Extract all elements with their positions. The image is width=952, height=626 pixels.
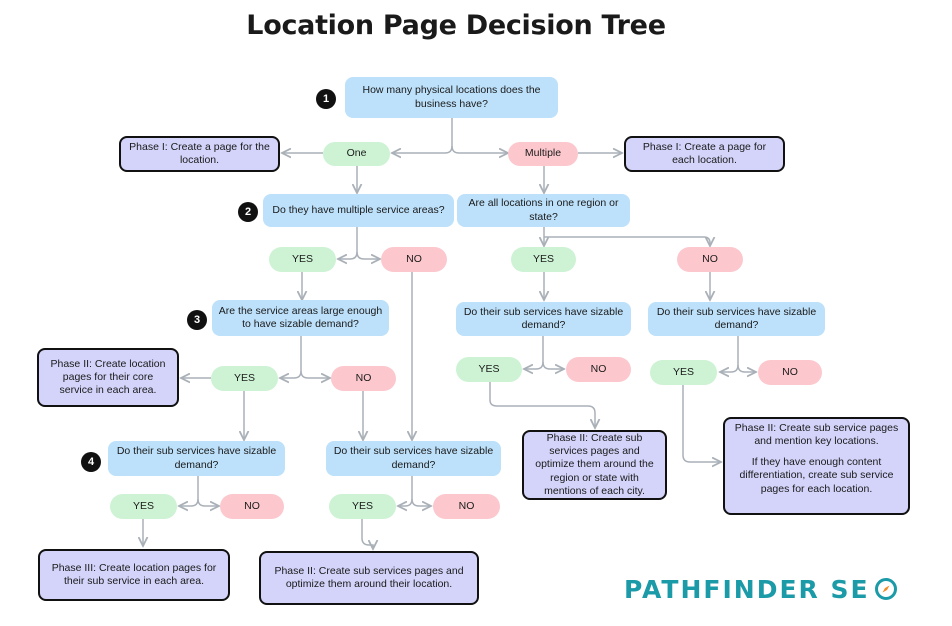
question-sub-services-demand-region: Do their sub services have sizable deman… <box>456 302 631 336</box>
answer-yes-sub-services-multi-region: YES <box>650 360 717 385</box>
question-one-region: Are all locations in one region or state… <box>457 194 630 227</box>
answer-yes-sub-services-areas: YES <box>110 494 177 519</box>
phase-sub-services-location: Phase II: Create sub services pages and … <box>259 551 479 605</box>
answer-no-sub-services-single: NO <box>433 494 500 519</box>
answer-one: One <box>323 142 390 166</box>
phase-sub-services-key-locations: Phase II: Create sub service pages and m… <box>723 417 910 515</box>
answer-no-sub-services-multi-region: NO <box>758 360 822 385</box>
answer-yes-service-areas: YES <box>269 247 336 272</box>
phase-core-service-pages: Phase II: Create location pages for thei… <box>37 348 179 407</box>
question-sub-services-demand-areas: Do their sub services have sizable deman… <box>108 441 285 476</box>
step-badge-3: 3 <box>187 310 207 330</box>
phase-create-page-each-location: Phase I: Create a page for each location… <box>624 136 785 172</box>
answer-no-one-region: NO <box>677 247 743 272</box>
answer-multiple: Multiple <box>508 142 578 166</box>
phase-location-pages-sub-service: Phase III: Create location pages for the… <box>38 549 230 601</box>
answer-yes-one-region: YES <box>511 247 576 272</box>
question-sub-services-demand-multi-region: Do their sub services have sizable deman… <box>648 302 825 336</box>
phase-key-locations-text-2: If they have enough content differentiat… <box>739 456 894 495</box>
pathfinder-seo-logo: PATHFINDER SE <box>624 573 924 605</box>
phase-create-page-location: Phase I: Create a page for the location. <box>119 136 280 172</box>
step-badge-4: 4 <box>81 452 101 472</box>
answer-yes-sub-services-single: YES <box>329 494 396 519</box>
answer-no-sub-services-areas: NO <box>220 494 284 519</box>
step-badge-2: 2 <box>238 202 258 222</box>
answer-no-sub-services-region: NO <box>566 357 631 382</box>
page-title: Location Page Decision Tree <box>246 10 666 41</box>
phase-sub-services-region: Phase II: Create sub services pages and … <box>522 430 667 500</box>
step-badge-1: 1 <box>316 89 336 109</box>
question-multiple-service-areas: Do they have multiple service areas? <box>263 194 454 227</box>
question-service-areas-demand: Are the service areas large enough to ha… <box>212 300 389 336</box>
phase-key-locations-text-1: Phase II: Create sub service pages and m… <box>734 422 899 448</box>
compass-icon <box>874 578 897 600</box>
answer-yes-sub-services-region: YES <box>456 357 522 382</box>
logo-text: PATHFINDER SE <box>624 574 870 604</box>
question-locations-count: How many physical locations does the bus… <box>345 77 558 118</box>
question-sub-services-demand-single: Do their sub services have sizable deman… <box>326 441 501 476</box>
answer-yes-sizable-areas: YES <box>211 366 278 391</box>
answer-no-service-areas: NO <box>381 247 447 272</box>
answer-no-sizable-areas: NO <box>331 366 396 391</box>
